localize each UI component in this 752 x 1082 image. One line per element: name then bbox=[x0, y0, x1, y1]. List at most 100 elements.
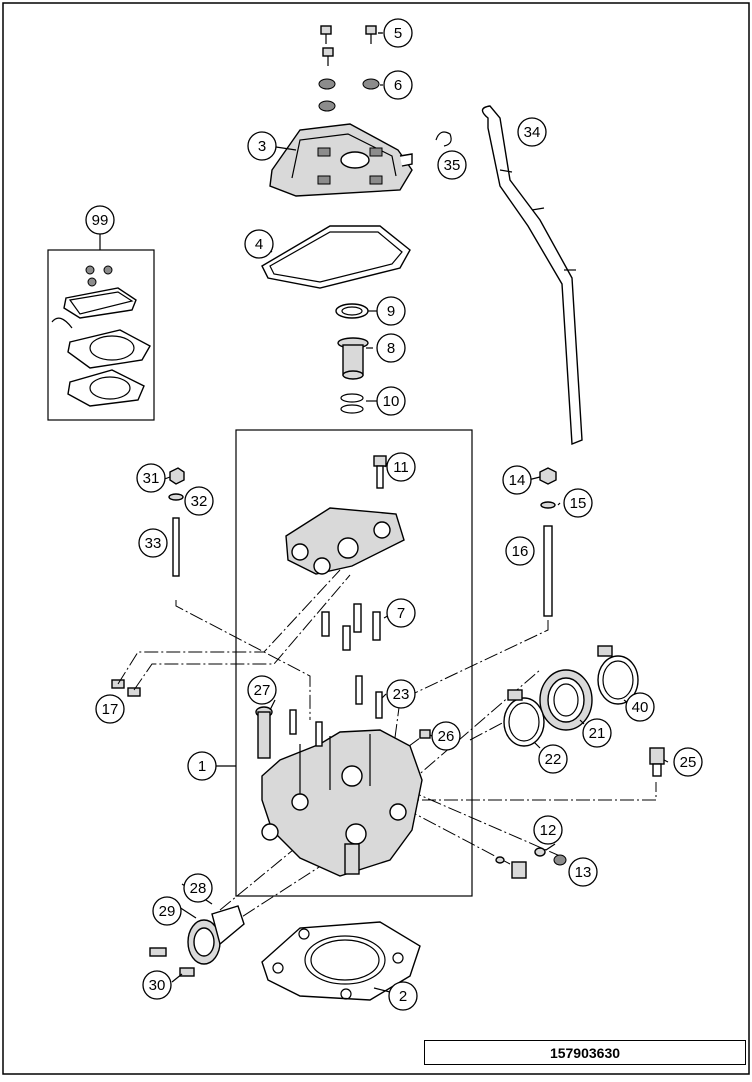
callout-circle bbox=[95, 694, 125, 724]
callout-circle bbox=[138, 528, 168, 558]
valve-guide-7-parts bbox=[321, 603, 381, 651]
screw-26-part bbox=[419, 729, 431, 739]
callout-circle bbox=[388, 981, 418, 1011]
callout-28: 28 bbox=[183, 873, 213, 903]
callout-label: 9 bbox=[387, 303, 395, 320]
seal-6-parts bbox=[318, 78, 380, 112]
o-ring-10-part bbox=[340, 393, 364, 403]
callout-35: 35 bbox=[437, 150, 467, 180]
dowel-pin-23-parts bbox=[289, 675, 383, 747]
callout-label: 40 bbox=[632, 699, 649, 716]
callout-circle bbox=[563, 488, 593, 518]
callout-29: 29 bbox=[152, 896, 182, 926]
cylinder-head-gasket-part bbox=[261, 921, 421, 1001]
callout-11: 11 bbox=[386, 452, 416, 482]
callout-circle bbox=[187, 751, 217, 781]
callout-label: 13 bbox=[575, 864, 592, 881]
callout-label: 3 bbox=[258, 138, 266, 155]
callout-3: 3 bbox=[247, 131, 277, 161]
callout-circle bbox=[383, 18, 413, 48]
stud-nut-right-parts bbox=[539, 467, 557, 617]
callout-15: 15 bbox=[563, 488, 593, 518]
callout-4: 4 bbox=[244, 229, 274, 259]
callout-label: 12 bbox=[540, 822, 557, 839]
callout-40: 40 bbox=[625, 692, 655, 722]
bolt-5-parts bbox=[320, 25, 377, 66]
callout-circle bbox=[533, 815, 563, 845]
callout-99: 99 bbox=[85, 205, 115, 235]
callout-23: 23 bbox=[386, 679, 416, 709]
callout-circle bbox=[376, 333, 406, 363]
callout-circle bbox=[431, 721, 461, 751]
cylinder-head-part bbox=[261, 729, 423, 877]
callout-22: 22 bbox=[538, 744, 568, 774]
callout-label: 34 bbox=[524, 124, 541, 141]
callout-label: 30 bbox=[149, 977, 166, 994]
callout-14: 14 bbox=[502, 465, 532, 495]
callout-label: 14 bbox=[509, 472, 526, 489]
callout-1: 1 bbox=[187, 751, 217, 781]
callout-label: 21 bbox=[589, 725, 606, 742]
water-nipple-27-part bbox=[255, 706, 273, 759]
callout-5: 5 bbox=[383, 18, 413, 48]
callout-circle bbox=[568, 857, 598, 887]
callout-label: 2 bbox=[399, 988, 407, 1005]
callout-label: 10 bbox=[383, 393, 400, 410]
callout-label: 25 bbox=[680, 754, 697, 771]
callout-circle bbox=[244, 229, 274, 259]
callout-circle bbox=[183, 873, 213, 903]
callout-circle bbox=[152, 896, 182, 926]
callout-10: 10 bbox=[376, 386, 406, 416]
callout-label: 22 bbox=[545, 751, 562, 768]
callout-label: 17 bbox=[102, 701, 119, 718]
stud-nut-left-parts bbox=[168, 467, 185, 577]
callout-label: 26 bbox=[438, 728, 455, 745]
callout-circle bbox=[376, 296, 406, 326]
callout-circle bbox=[625, 692, 655, 722]
callout-12: 12 bbox=[533, 815, 563, 845]
callout-16: 16 bbox=[505, 536, 535, 566]
hose-clamp-22-part bbox=[503, 689, 545, 747]
seal-9-part bbox=[335, 303, 369, 319]
hose-clamp-35-part bbox=[435, 131, 452, 147]
callout-label: 27 bbox=[254, 682, 271, 699]
valve-cover-gasket-part bbox=[261, 225, 411, 289]
breather-hose-part bbox=[481, 105, 583, 446]
callout-circle bbox=[673, 747, 703, 777]
reference-number: 157903630 bbox=[549, 1044, 621, 1061]
callout-label: 33 bbox=[145, 535, 162, 552]
leader-lines bbox=[161, 32, 669, 993]
callout-6: 6 bbox=[383, 70, 413, 100]
callout-circle bbox=[517, 117, 547, 147]
callout-label: 5 bbox=[394, 25, 402, 42]
intake-flange-21-part bbox=[539, 669, 593, 731]
temperature-sensor-part bbox=[649, 747, 665, 777]
callout-9: 9 bbox=[376, 296, 406, 326]
callout-33: 33 bbox=[138, 528, 168, 558]
plug-bolt-part bbox=[495, 856, 527, 879]
camshaft-carrier-part bbox=[285, 507, 405, 575]
plug-13-part bbox=[553, 854, 567, 866]
callout-label: 99 bbox=[92, 212, 109, 229]
callout-label: 1 bbox=[198, 758, 206, 775]
callout-circle bbox=[386, 679, 416, 709]
reference-number-box: 157903630 bbox=[424, 1040, 746, 1065]
bolt-11-part bbox=[373, 455, 387, 489]
callout-circle bbox=[247, 675, 277, 705]
callout-circle bbox=[582, 718, 612, 748]
callout-32: 32 bbox=[184, 486, 214, 516]
callout-circle bbox=[85, 205, 115, 235]
callout-circle bbox=[505, 536, 535, 566]
callout-17: 17 bbox=[95, 694, 125, 724]
callout-label: 32 bbox=[191, 493, 208, 510]
hose-clamp-40-part bbox=[597, 645, 639, 705]
exhaust-flange-part bbox=[149, 905, 245, 977]
callout-label: 23 bbox=[393, 686, 410, 703]
callout-34: 34 bbox=[517, 117, 547, 147]
callout-label: 31 bbox=[143, 470, 160, 487]
callout-circle bbox=[386, 452, 416, 482]
callout-label: 28 bbox=[190, 880, 207, 897]
washer-12-part bbox=[534, 847, 546, 857]
